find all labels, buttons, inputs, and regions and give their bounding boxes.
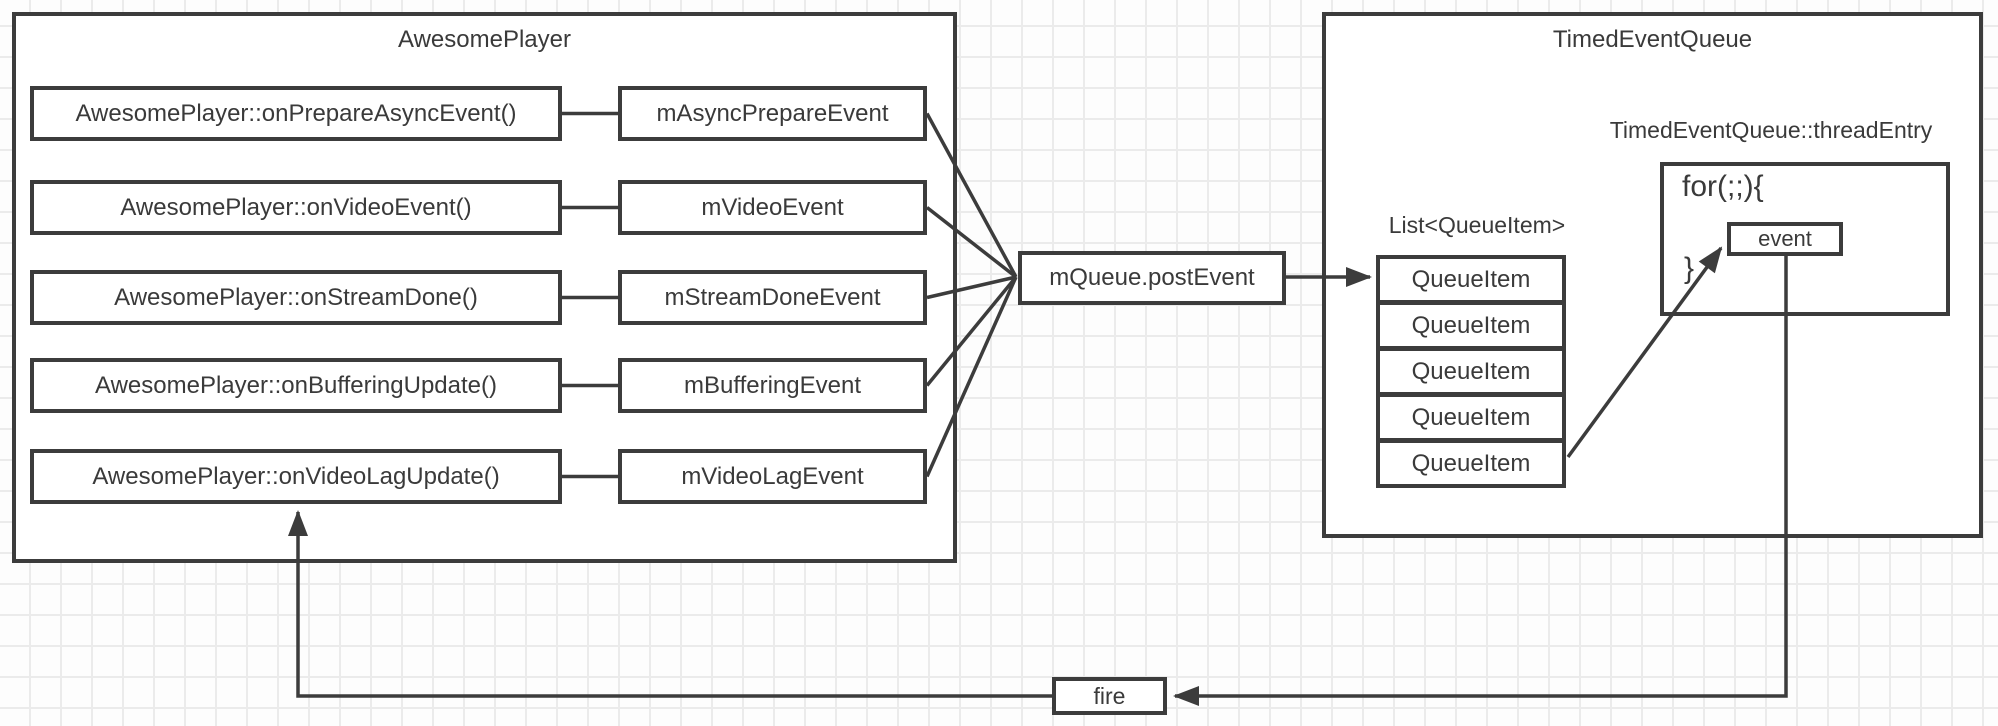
event-small-box: event	[1727, 222, 1843, 256]
event-box-mAsyncPrepareEvent: mAsyncPrepareEvent	[618, 86, 927, 141]
queue-item-box: QueueItem	[1376, 347, 1566, 396]
awesome-player-title: AwesomePlayer	[398, 26, 571, 53]
queue-item-box: QueueItem	[1376, 301, 1566, 350]
handler-box-onVideoEvent: AwesomePlayer::onVideoEvent()	[30, 180, 562, 235]
post-event-box: mQueue.postEvent	[1018, 251, 1286, 305]
queue-item-box: QueueItem	[1376, 393, 1566, 442]
for-loop-open-text: for(;;){	[1682, 170, 1764, 203]
handler-box-onStreamDone: AwesomePlayer::onStreamDone()	[30, 270, 562, 325]
fire-box: fire	[1052, 677, 1167, 715]
event-box-mBufferingEvent: mBufferingEvent	[618, 358, 927, 413]
queue-item-box: QueueItem	[1376, 255, 1566, 304]
handler-box-onPrepareAsyncEvent: AwesomePlayer::onPrepareAsyncEvent()	[30, 86, 562, 141]
event-box-mVideoLagEvent: mVideoLagEvent	[618, 449, 927, 504]
handler-box-onVideoLagUpdate: AwesomePlayer::onVideoLagUpdate()	[30, 449, 562, 504]
event-box-mVideoEvent: mVideoEvent	[618, 180, 927, 235]
handler-box-onBufferingUpdate: AwesomePlayer::onBufferingUpdate()	[30, 358, 562, 413]
for-loop-close-text: }	[1684, 252, 1695, 285]
timed-event-queue-title: TimedEventQueue	[1552, 26, 1753, 53]
event-box-mStreamDoneEvent: mStreamDoneEvent	[618, 270, 927, 325]
queue-item-box: QueueItem	[1376, 439, 1566, 488]
thread-entry-label: TimedEventQueue::threadEntry	[1609, 117, 1933, 143]
list-queueitem-label: List<QueueItem>	[1388, 212, 1566, 238]
